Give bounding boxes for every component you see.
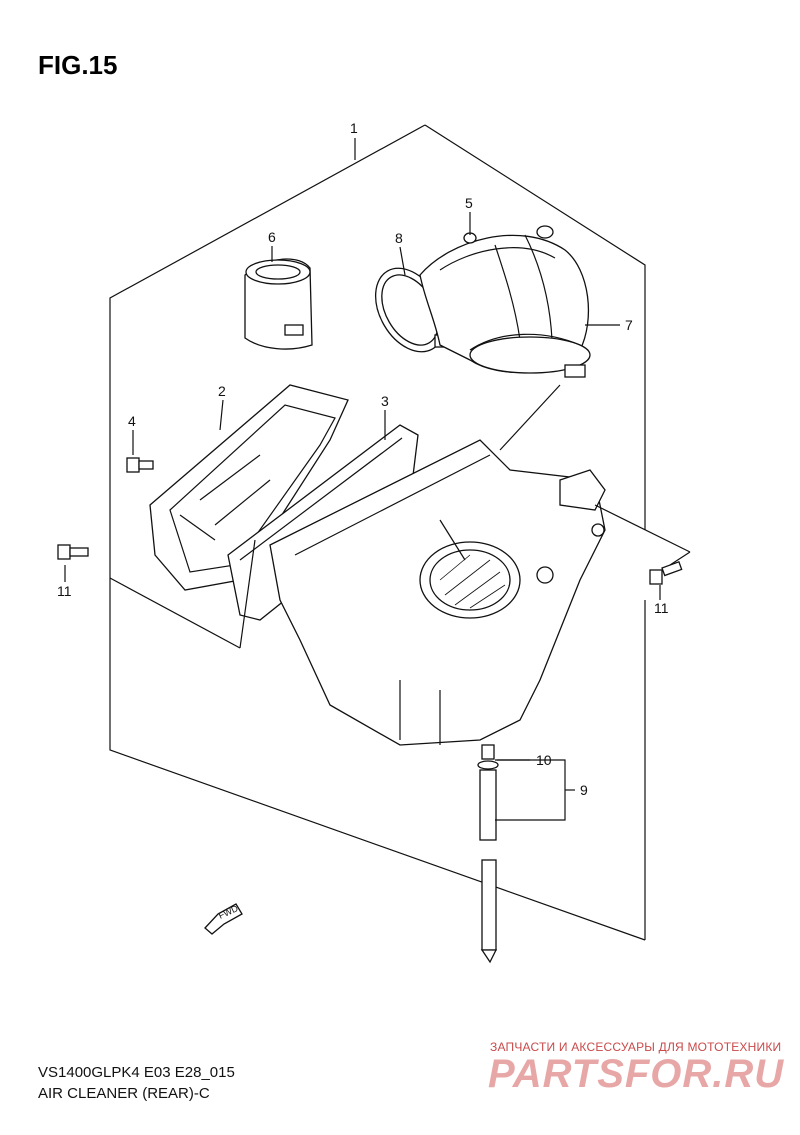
watermark-brand: PARTSFOR.RU bbox=[488, 1052, 785, 1096]
part-9-drain-hose bbox=[477, 744, 499, 964]
part-11-bolt-left bbox=[57, 544, 89, 560]
part-11-bolt-right bbox=[649, 561, 683, 585]
callout-part-8: 8 bbox=[395, 230, 403, 246]
figure-title: FIG.15 bbox=[38, 50, 118, 80]
section-name: AIR CLEANER (REAR)-C bbox=[38, 1085, 210, 1102]
callout-part-4: 4 bbox=[128, 413, 136, 429]
assembly-frame-lower bbox=[109, 124, 646, 941]
callout-part-1: 1 bbox=[350, 120, 358, 136]
part-7-intake-boot bbox=[419, 225, 591, 378]
callout-part-5: 5 bbox=[465, 195, 473, 211]
assembly-frame bbox=[424, 124, 646, 530]
part-4-bolt bbox=[126, 457, 154, 473]
callout-part-11-right: 11 bbox=[654, 600, 669, 616]
callout-part-3: 3 bbox=[381, 393, 389, 409]
part-2-cover bbox=[149, 384, 349, 591]
part-1-case bbox=[269, 439, 606, 746]
watermark-subtitle: ЗАПЧАСТИ И АКСЕССУАРЫ ДЛЯ МОТОТЕХНИКИ bbox=[490, 1040, 782, 1054]
callout-part-9: 9 bbox=[580, 782, 588, 798]
fwd-arrow-icon bbox=[204, 903, 243, 935]
model-code: VS1400GLPK4 E03 E28_015 bbox=[38, 1064, 235, 1081]
callout-part-6: 6 bbox=[268, 229, 276, 245]
callout-part-11-left: 11 bbox=[57, 583, 72, 599]
part-6-intake-duct bbox=[244, 258, 313, 350]
callout-part-7: 7 bbox=[625, 317, 633, 333]
callout-part-2: 2 bbox=[218, 383, 226, 399]
callout-part-10: 10 bbox=[536, 752, 552, 768]
